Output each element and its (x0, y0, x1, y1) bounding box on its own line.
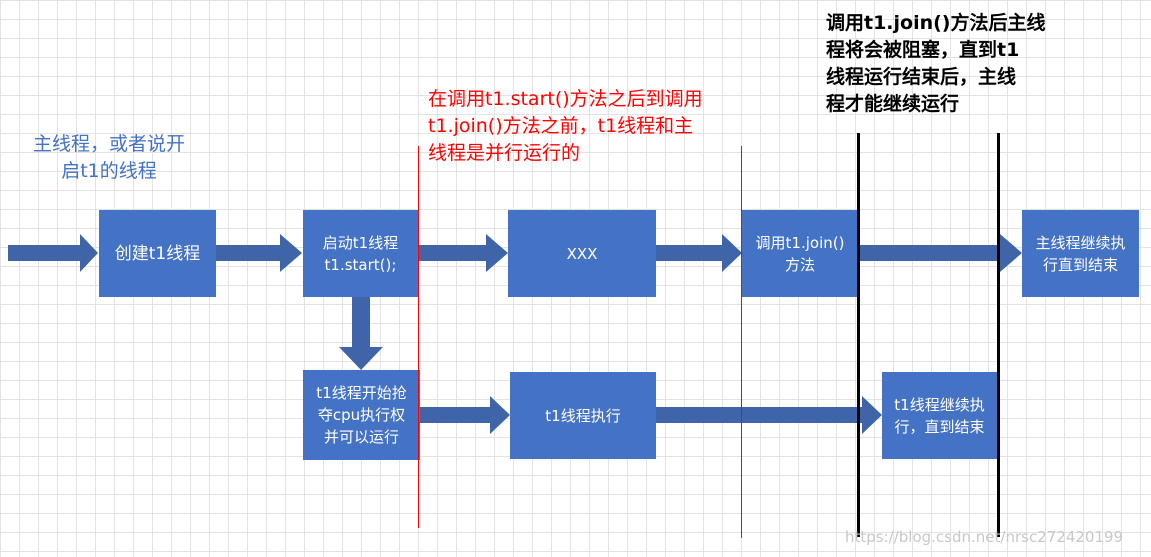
arrow-shaft-start-down (352, 297, 370, 347)
arrow-head-compete-to-execute (490, 396, 510, 434)
main-thread-label: 主线程，或者说开 启t1的线程 (32, 133, 185, 182)
arrow-head-execute-to-continue (862, 396, 882, 434)
t1-executing-box: t1线程执行 (510, 372, 656, 459)
arrow-shaft-join-to-main-continue (858, 245, 1000, 261)
t1-continue-box: t1线程继续执 行，直到结束 (882, 372, 997, 459)
arrow-head-start-down (339, 347, 383, 370)
main-continue-box: 主线程继续执 行直到结束 (1022, 210, 1139, 297)
arrow-head-join-to-main-continue (1000, 234, 1022, 272)
arrow-head-entry (80, 234, 98, 272)
black-divider-t1-end (997, 133, 1000, 537)
parallel-note: 在调用t1.start()方法之后到调用 t1.join()方法之前，t1线程和… (428, 88, 703, 164)
call-join-box: 调用t1.join() 方法 (742, 210, 858, 297)
red-divider-join (741, 146, 742, 538)
arrow-shaft-entry (8, 245, 80, 261)
arrow-shaft-compete-to-execute (420, 407, 490, 423)
join-note: 调用t1.join()方法后主线 程将会被阻塞，直到t1 线程运行结束后，主线 … (826, 12, 1046, 115)
arrow-shaft-execute-to-continue (656, 407, 862, 423)
t1-compete-cpu-box: t1线程开始抢 夺cpu执行权 并可以运行 (303, 370, 420, 460)
arrow-shaft-create-to-start (216, 245, 280, 261)
red-divider-start (418, 146, 419, 528)
arrow-shaft-start-to-xxx (418, 245, 486, 261)
arrow-head-start-to-xxx (486, 234, 508, 272)
watermark: https://blog.csdn.net/nrsc272420199 (845, 528, 1124, 546)
arrow-head-create-to-start (280, 234, 302, 272)
create-t1-box: 创建t1线程 (99, 210, 216, 297)
xxx-box: XXX (508, 210, 656, 297)
black-divider-join-blocked (857, 133, 860, 537)
arrow-head-xxx-to-join (722, 234, 742, 272)
arrow-shaft-xxx-to-join (656, 245, 722, 261)
start-t1-box: 启动t1线程 t1.start(); (303, 210, 418, 297)
